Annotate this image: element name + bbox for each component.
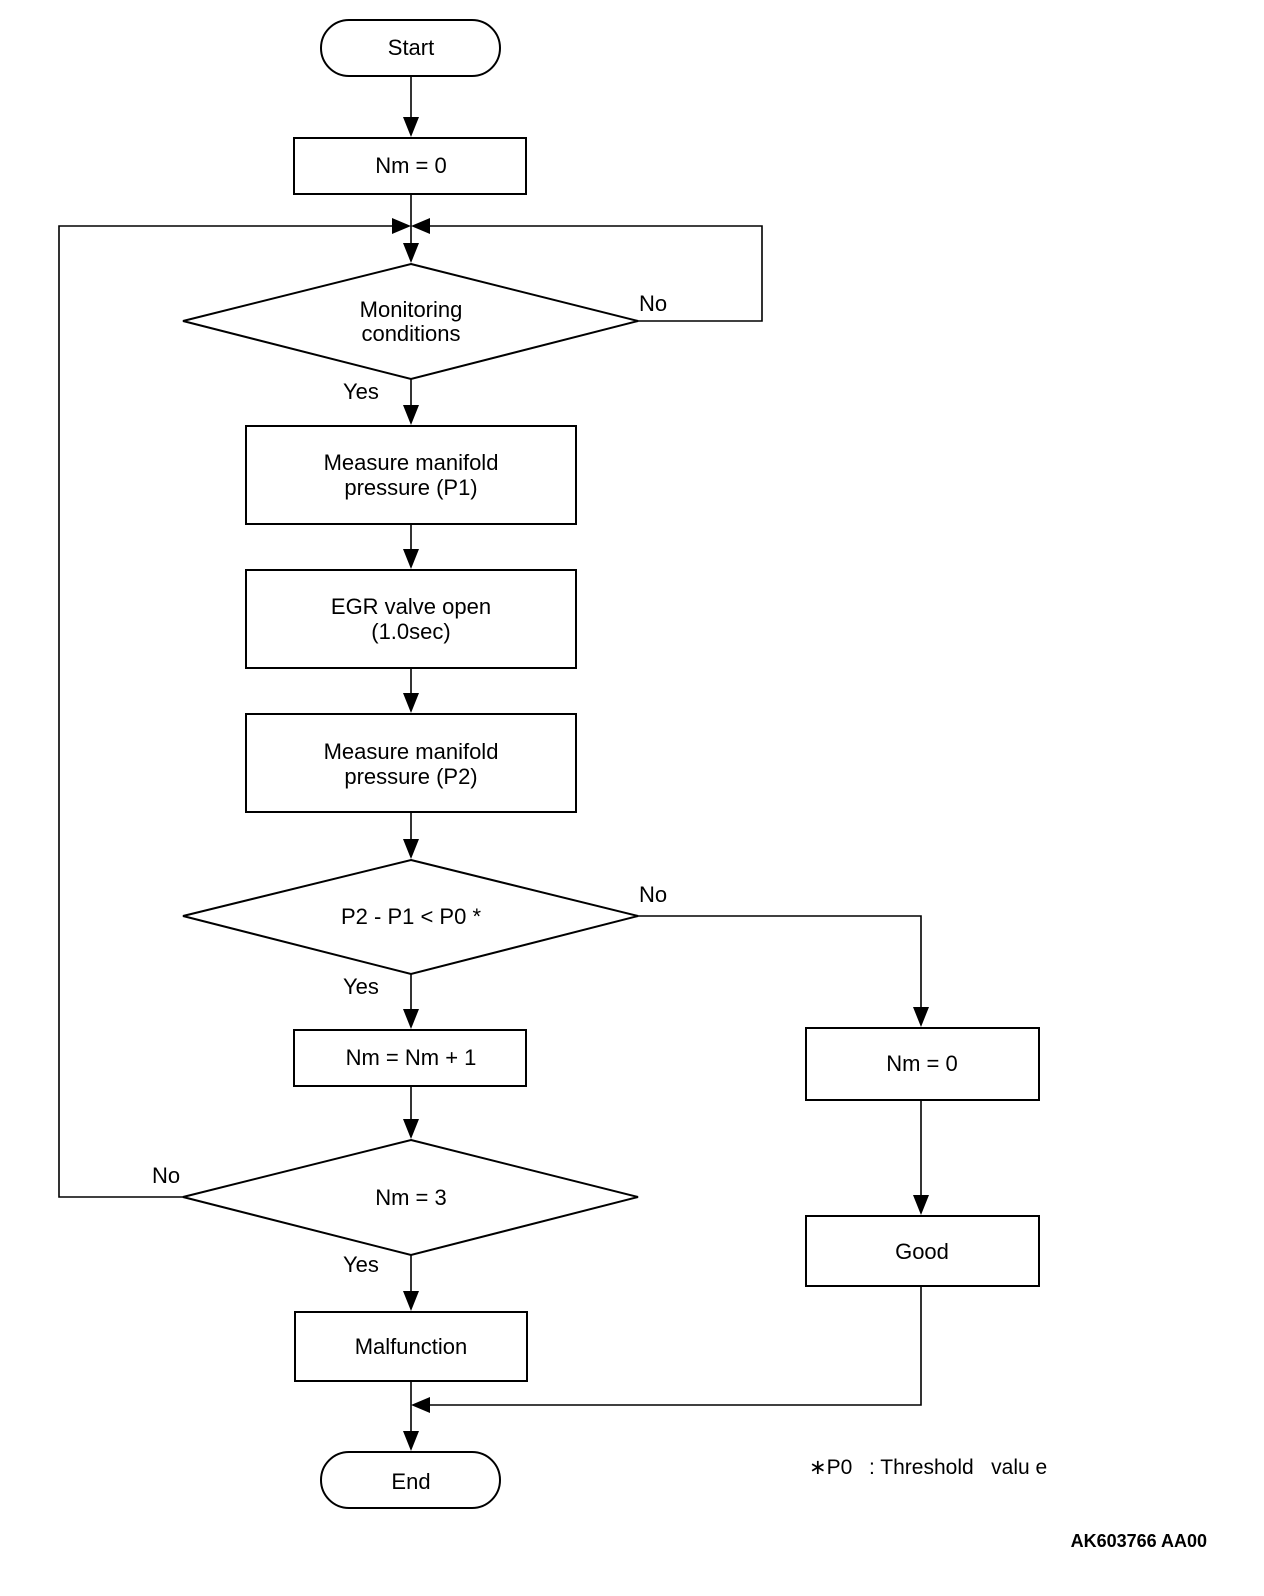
measure-p2-line1: Measure manifold	[324, 739, 499, 764]
arrowhead	[411, 1397, 430, 1413]
malfunction-label: Malfunction	[355, 1334, 468, 1359]
reset-counter-label: Nm = 0	[886, 1051, 958, 1076]
count-no-label: No	[152, 1163, 180, 1188]
good-label: Good	[895, 1239, 949, 1264]
arrowhead	[403, 1291, 419, 1311]
arrowhead	[403, 405, 419, 425]
end-terminal: End	[320, 1451, 501, 1509]
malfunction-box: Malfunction	[294, 1311, 528, 1382]
check-count-label: Nm = 3	[375, 1185, 447, 1210]
arrowhead	[403, 1119, 419, 1139]
monitoring-decision: Monitoring conditions	[182, 262, 639, 381]
arrowhead	[913, 1007, 929, 1027]
good-box: Good	[805, 1215, 1040, 1287]
monitoring-label-line1: Monitoring	[360, 297, 463, 322]
increment-box: Nm = Nm + 1	[293, 1029, 527, 1087]
connectors	[58, 76, 922, 1438]
arrowhead	[392, 218, 411, 234]
measure-p1-line1: Measure manifold	[324, 450, 499, 475]
init-counter-label: Nm = 0	[375, 153, 447, 178]
increment-label: Nm = Nm + 1	[346, 1045, 477, 1070]
init-counter-box: Nm = 0	[293, 137, 527, 195]
arrowheads	[392, 117, 929, 1451]
monitoring-yes-label: Yes	[343, 379, 379, 404]
start-terminal: Start	[320, 19, 501, 77]
compare-label: P2 - P1 < P0 *	[341, 904, 481, 929]
start-label: Start	[388, 35, 434, 60]
arrowhead	[403, 1009, 419, 1029]
arrowhead	[411, 218, 430, 234]
measure-p1-box: Measure manifold pressure (P1)	[245, 425, 577, 525]
compare-no-label: No	[639, 882, 667, 907]
arrowhead	[913, 1195, 929, 1215]
arrowhead	[403, 243, 419, 263]
arrowhead	[403, 693, 419, 713]
end-label: End	[391, 1469, 430, 1494]
measure-p2-box: Measure manifold pressure (P2)	[245, 713, 577, 813]
footnote-text: : Threshold valu e	[869, 1456, 1047, 1479]
count-yes-label: Yes	[343, 1252, 379, 1277]
monitoring-label-line2: conditions	[361, 321, 460, 346]
arrowhead	[403, 839, 419, 859]
measure-p1-line2: pressure (P1)	[344, 475, 477, 500]
arrowhead	[403, 549, 419, 569]
arrowhead	[403, 1431, 419, 1451]
egr-open-line2: (1.0sec)	[371, 619, 450, 644]
compare-decision: P2 - P1 < P0 *	[182, 858, 639, 976]
check-count-decision: Nm = 3	[182, 1138, 639, 1257]
reset-counter-box: Nm = 0	[805, 1027, 1040, 1101]
monitoring-no-label: No	[639, 291, 667, 316]
footnote-mark: ∗P0	[809, 1456, 852, 1479]
compare-yes-label: Yes	[343, 974, 379, 999]
egr-open-box: EGR valve open (1.0sec)	[245, 569, 577, 669]
arrowhead	[403, 117, 419, 137]
measure-p2-line2: pressure (P2)	[344, 764, 477, 789]
figure-code: AK603766 AA00	[1071, 1531, 1207, 1551]
egr-open-line1: EGR valve open	[331, 594, 491, 619]
